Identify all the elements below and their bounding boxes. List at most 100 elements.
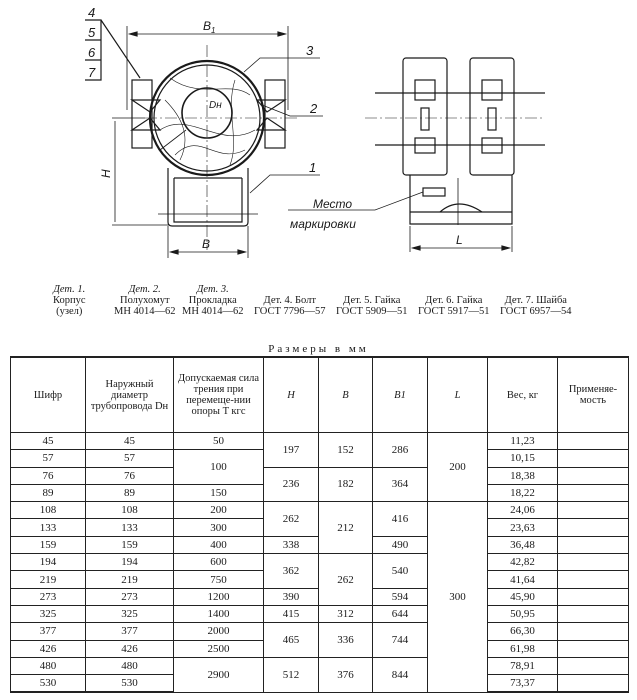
table-cell: 2500 xyxy=(173,639,264,658)
table-cell: 300 xyxy=(427,501,488,693)
table-cell: 133 xyxy=(85,518,174,537)
column-header: B xyxy=(318,356,373,433)
table-cell: 312 xyxy=(318,604,373,624)
table-cell: 42,82 xyxy=(487,553,558,572)
table-cell: 182 xyxy=(318,466,373,503)
front-view: 4 5 6 7 B1 Dн 3 2 1 H xyxy=(85,5,323,258)
marking-label-2: маркировки xyxy=(290,217,356,231)
table-cell: 66,30 xyxy=(487,622,558,641)
table-cell: 18,22 xyxy=(487,483,558,503)
table-cell: 152 xyxy=(318,432,373,468)
table-cell xyxy=(557,587,629,606)
table-cell: 100 xyxy=(173,449,264,485)
table-cell: 45,90 xyxy=(487,587,558,606)
table-cell: 325 xyxy=(10,604,86,624)
table-cell xyxy=(557,535,629,555)
label-5: 5 xyxy=(88,25,96,40)
table-cell: 76 xyxy=(85,466,174,485)
label-4: 4 xyxy=(88,5,95,20)
dim-b: B xyxy=(202,237,210,251)
table-cell: 236 xyxy=(263,466,319,503)
table-cell xyxy=(557,622,629,641)
table-cell: 273 xyxy=(10,587,86,606)
table-cell: 78,91 xyxy=(487,656,558,676)
table-cell: 10,15 xyxy=(487,449,558,468)
table-cell: 23,63 xyxy=(487,518,558,537)
column-header: Вес, кг xyxy=(487,356,558,433)
label-part3: 3 xyxy=(306,43,314,58)
table-cell: 108 xyxy=(85,501,174,520)
table-cell: 325 xyxy=(85,604,174,624)
table-cell: 262 xyxy=(318,553,373,606)
table-cell xyxy=(557,639,629,658)
table-cell: 364 xyxy=(372,466,428,503)
table-cell: 73,37 xyxy=(487,674,558,694)
column-header: Наружный диаметр трубопровода Dн xyxy=(85,356,174,433)
table-cell: 262 xyxy=(263,501,319,537)
table-cell: 480 xyxy=(85,656,174,676)
table-cell: 540 xyxy=(372,553,428,589)
table-cell: 89 xyxy=(85,483,174,503)
label-part2: 2 xyxy=(309,101,318,116)
table-cell: 530 xyxy=(85,674,174,694)
column-header: H xyxy=(263,356,319,433)
table-cell: 57 xyxy=(85,449,174,468)
dim-l: L xyxy=(456,233,463,247)
table-cell: 300 xyxy=(173,518,264,537)
table-cell: 194 xyxy=(10,553,86,572)
table-cell: 24,06 xyxy=(487,501,558,520)
table-cell: 465 xyxy=(263,622,319,658)
table-cell xyxy=(557,570,629,589)
table-cell: 400 xyxy=(173,535,264,555)
table-cell: 426 xyxy=(10,639,86,658)
table-cell: 36,48 xyxy=(487,535,558,555)
table-cell: 197 xyxy=(263,432,319,468)
table-cell: 76 xyxy=(10,466,86,485)
table-cell: 750 xyxy=(173,570,264,589)
table-cell: 2000 xyxy=(173,622,264,641)
table-cell: 133 xyxy=(10,518,86,537)
table-cell xyxy=(557,466,629,485)
table-cell xyxy=(557,656,629,676)
table-cell: 219 xyxy=(85,570,174,589)
table-cell: 200 xyxy=(427,431,488,503)
label-part1: 1 xyxy=(309,160,316,175)
label-6: 6 xyxy=(88,45,96,60)
table-cell: 644 xyxy=(372,604,428,624)
table-cell: 512 xyxy=(263,656,319,693)
side-view: Место маркировки L xyxy=(288,57,545,252)
part-1-legend: Дет. 1.Корпус(узел) xyxy=(53,284,86,317)
table-cell: 45 xyxy=(10,431,86,451)
column-header: Применяе-мость xyxy=(557,356,629,433)
table-cell xyxy=(557,518,629,537)
table-cell: 212 xyxy=(318,501,373,555)
table-cell xyxy=(557,449,629,468)
column-header: B1 xyxy=(372,356,428,433)
table-cell: 415 xyxy=(263,604,319,624)
table-cell xyxy=(557,604,629,624)
table-cell: 2900 xyxy=(173,656,264,693)
table-cell: 273 xyxy=(85,587,174,606)
table-cell: 426 xyxy=(85,639,174,658)
technical-drawing: 4 5 6 7 B1 Dн 3 2 1 H xyxy=(85,5,545,258)
table-cell: 530 xyxy=(10,674,86,694)
table-cell: 390 xyxy=(263,587,319,606)
table-cell: 490 xyxy=(372,535,428,555)
table-cell: 1200 xyxy=(173,587,264,606)
column-header: Допускаемая сила трения при перемеще-нии… xyxy=(173,356,264,433)
